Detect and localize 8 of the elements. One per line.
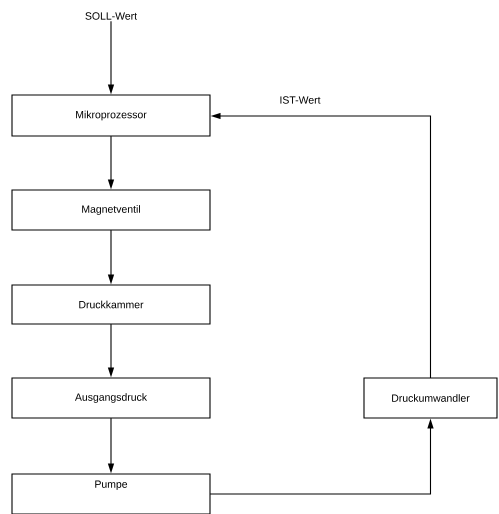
process-box: Mikroprozessor bbox=[11, 94, 211, 137]
edge-label: IST-Wert bbox=[280, 96, 320, 104]
process-box: Pumpe bbox=[11, 473, 211, 514]
process-box: Ausgangsdruck bbox=[11, 377, 211, 419]
process-box: Druckkammer bbox=[11, 284, 211, 325]
input-label: SOLL-Wert bbox=[85, 12, 137, 20]
process-box: Druckumwandler bbox=[363, 377, 498, 419]
process-box: Magnetventil bbox=[11, 189, 211, 231]
